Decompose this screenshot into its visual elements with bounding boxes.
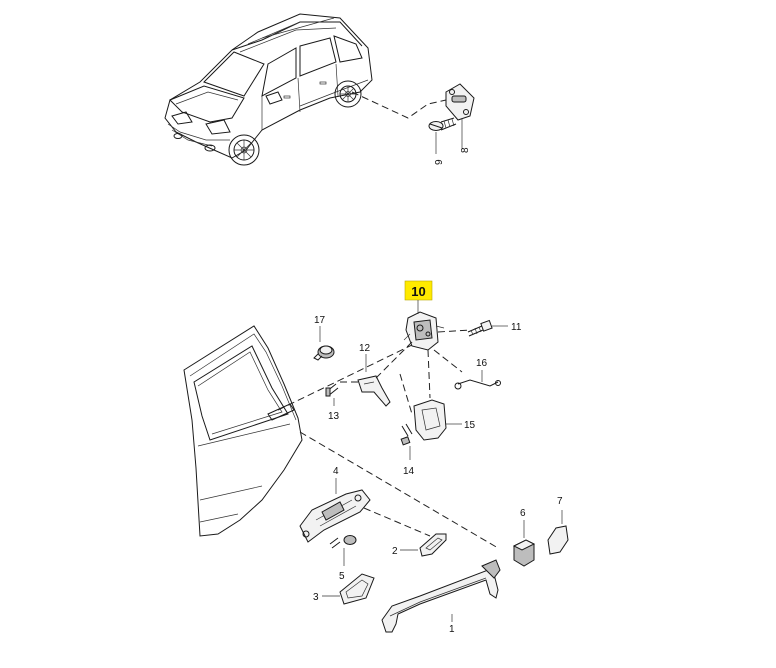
callout-8: 8 <box>460 147 471 153</box>
callout-12: 12 <box>359 343 371 354</box>
part-16-cable <box>433 349 501 390</box>
part-4-handle-carrier <box>299 478 431 543</box>
part-9-screw <box>428 117 457 154</box>
part-17-bolt <box>313 326 335 361</box>
callout-15: 15 <box>464 420 476 431</box>
part-1-door-handle <box>381 559 501 633</box>
part-8-striker-plate <box>445 83 475 148</box>
callout-6: 6 <box>520 508 526 519</box>
part-2-gasket <box>400 533 447 557</box>
callout-13: 13 <box>328 411 340 422</box>
callout-4: 4 <box>333 466 339 477</box>
part-14-pin <box>399 373 413 460</box>
callout-14: 14 <box>403 466 415 477</box>
part-7-cover-cap <box>547 510 569 555</box>
part-3-gasket <box>322 573 375 605</box>
callout-10-highlight <box>404 280 433 301</box>
vehicle-illustration <box>164 13 373 166</box>
leader-door-to-lock <box>277 343 415 411</box>
callout-10: 10 <box>411 284 425 299</box>
callout-2: 2 <box>392 546 398 557</box>
part-6-end-cap <box>512 520 536 567</box>
callout-17: 17 <box>314 315 326 326</box>
callout-3: 3 <box>313 592 319 603</box>
part-13-pin <box>325 383 339 406</box>
callout-5: 5 <box>339 571 345 582</box>
rear-door-illustration <box>183 325 303 537</box>
callout-1: 1 <box>449 624 455 635</box>
part-10-door-lock <box>403 311 445 351</box>
callout-7: 7 <box>557 496 563 507</box>
callout-9: 9 <box>434 159 445 165</box>
leader-door-to-handle <box>299 431 499 549</box>
leader-car-to-striker <box>351 91 447 119</box>
callout-16: 16 <box>476 358 488 369</box>
part-11-screw <box>437 319 508 337</box>
part-12-bracket <box>340 339 415 407</box>
callout-11: 11 <box>511 322 522 333</box>
part-5-screw <box>329 535 357 566</box>
part-15-lock-cover <box>413 349 462 441</box>
